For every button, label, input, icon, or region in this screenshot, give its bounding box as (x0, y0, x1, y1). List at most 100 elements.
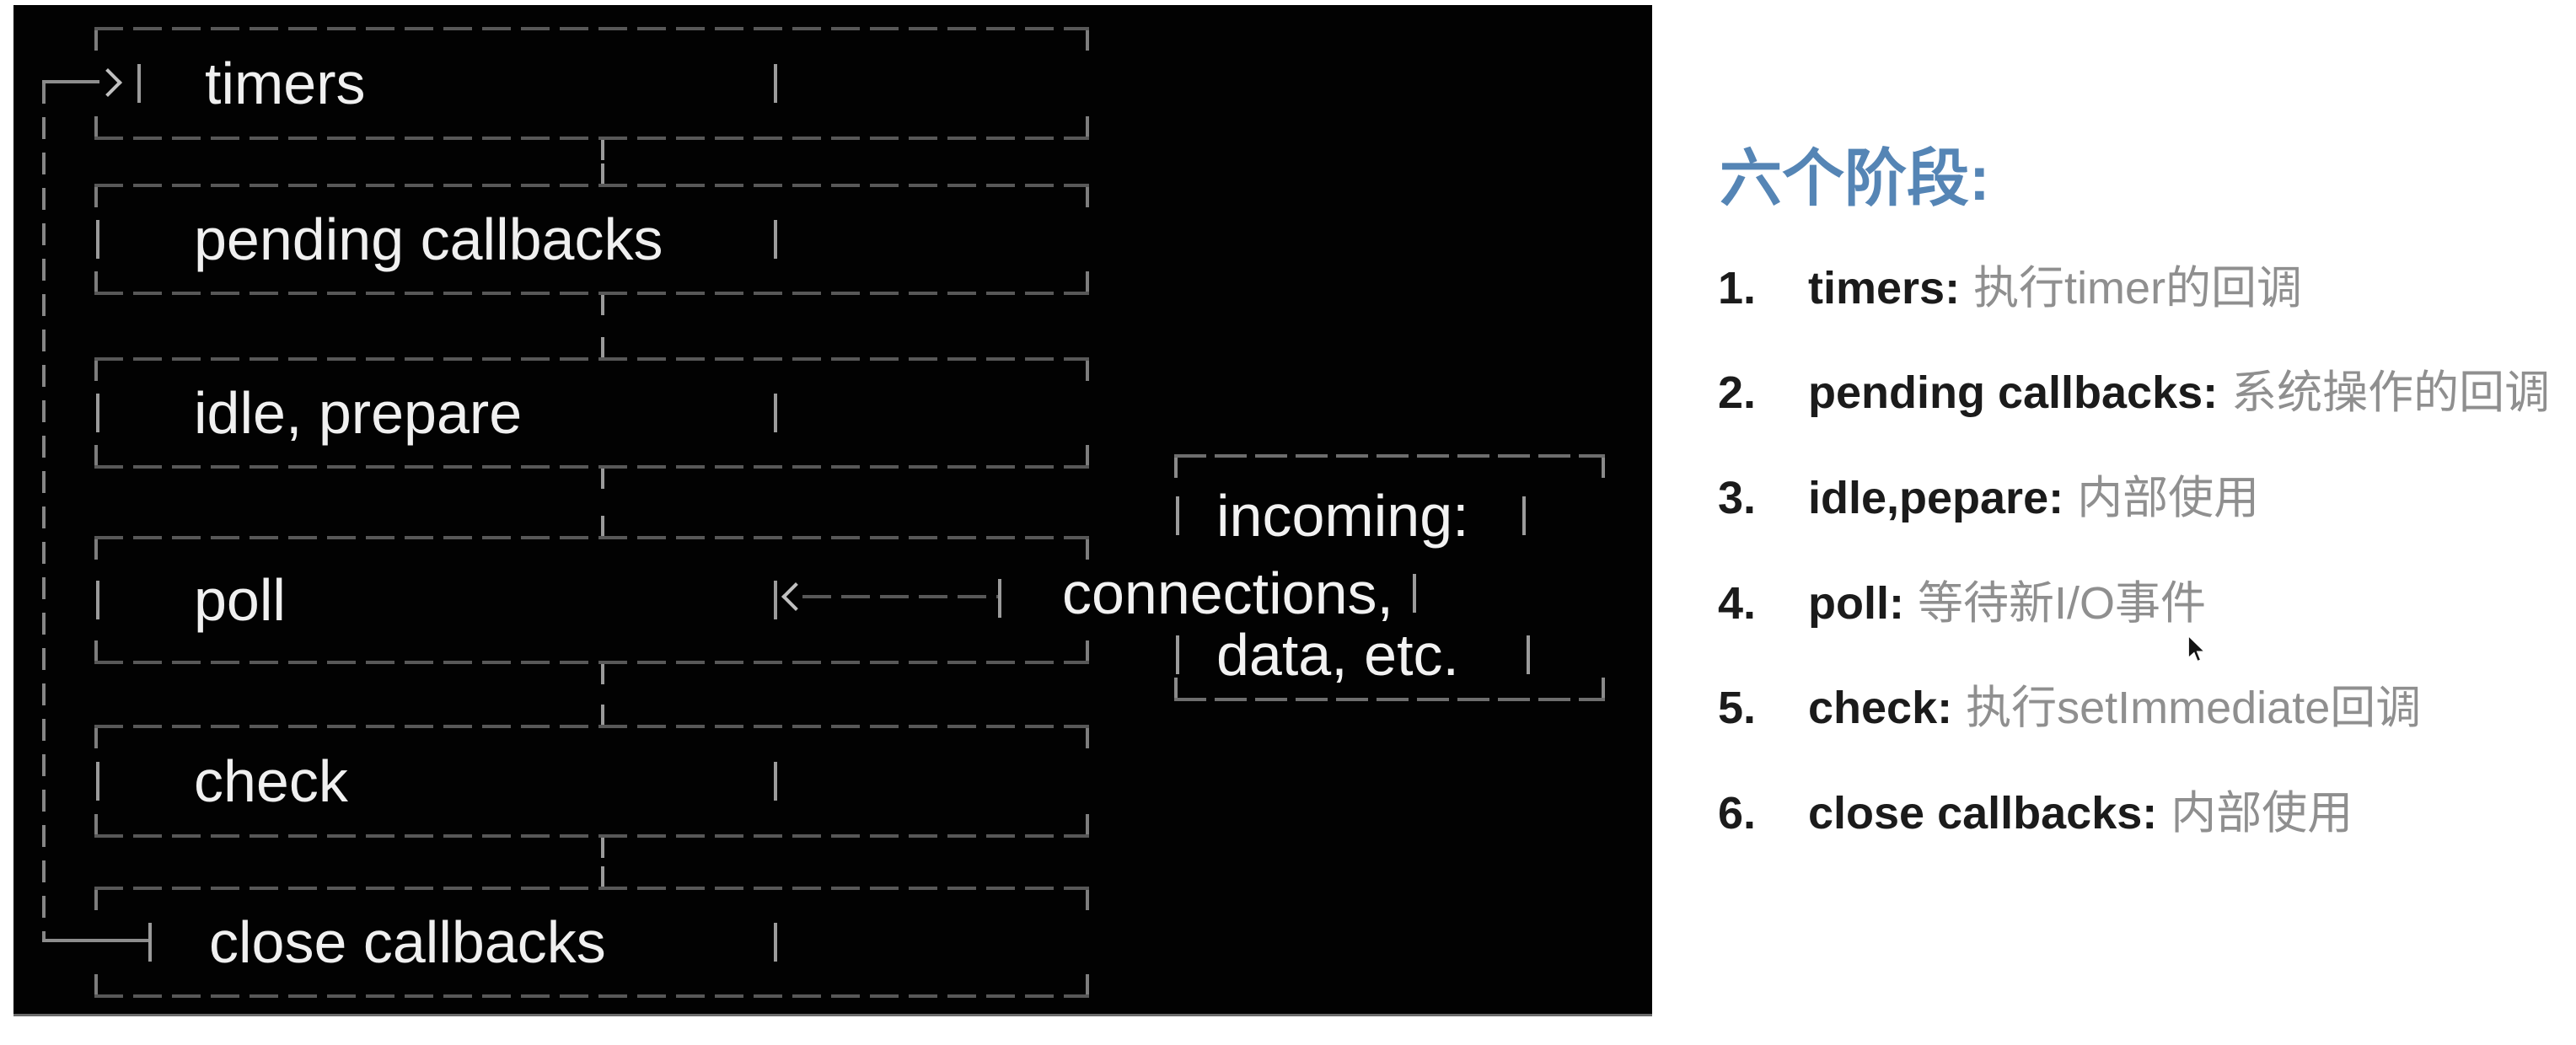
corner-stub (1086, 890, 1089, 910)
list-term: pending callbacks: (1808, 367, 2219, 418)
tick-mark (774, 923, 777, 962)
list-term: close callbacks: (1808, 788, 2158, 839)
list-term: idle,pepare: (1808, 473, 2064, 523)
tick-mark (774, 220, 777, 259)
tick-mark (137, 64, 141, 103)
corner-stub (1086, 271, 1089, 292)
tick-mark (1522, 496, 1526, 535)
corner-stub (94, 30, 98, 51)
poll-arrow-end-tick (998, 579, 1001, 618)
box-border (94, 292, 1089, 295)
list-desc: 执行setImmediate回调 (1966, 683, 2422, 733)
tick-mark (96, 581, 99, 619)
phase-box-idle-prepare: idle, prepare (94, 337, 1089, 489)
connector-stub (601, 866, 604, 887)
phase-label-check: check (194, 748, 348, 814)
box-border (94, 357, 1089, 361)
box-border (1174, 698, 1605, 701)
connector-stub (601, 664, 604, 684)
connector-stub (601, 140, 604, 160)
connector-stub (601, 705, 604, 725)
corner-stub (94, 445, 98, 465)
box-border (94, 725, 1089, 728)
corner-stub (1086, 640, 1089, 661)
phase-label-pending-callbacks: pending callbacks (194, 206, 663, 272)
phase-box-timers: timers (94, 27, 1089, 160)
incoming-box: incoming: connections, data, etc. (1062, 454, 1605, 701)
phase-box-pending-callbacks: pending callbacks (94, 163, 1089, 315)
list-term: check: (1808, 683, 1953, 733)
list-desc: 系统操作的回调 (2231, 367, 2551, 418)
box-border (94, 27, 1089, 30)
list-number: 6. (1718, 788, 1757, 839)
corner-stub (94, 728, 98, 748)
list-term: timers: (1808, 263, 1961, 314)
incoming-line-1: incoming: (1216, 483, 1469, 549)
corner-stub (1174, 458, 1178, 478)
box-border (94, 994, 1089, 998)
list-number: 1. (1718, 263, 1757, 314)
corner-stub (1086, 445, 1089, 465)
tick-mark (1413, 574, 1416, 613)
box-border (94, 887, 1089, 890)
list-desc: 等待新I/O事件 (1917, 578, 2206, 629)
notes-heading: 六个阶段: (1720, 143, 1990, 213)
corner-stub (1086, 814, 1089, 834)
phase-box-check: check (94, 705, 1089, 858)
phase-label-poll: poll (194, 567, 286, 633)
phase-label-timers: timers (205, 51, 366, 116)
loop-top-line (42, 80, 99, 83)
tick-mark (774, 64, 777, 103)
tick-mark (774, 394, 777, 432)
connector-stub (601, 163, 604, 184)
box-border (94, 137, 1089, 140)
corner-stub (1602, 458, 1605, 478)
list-number: 2. (1718, 367, 1757, 418)
tick-mark (1176, 496, 1179, 535)
list-term: poll: (1808, 578, 1904, 629)
loop-vertical-line (42, 82, 46, 942)
corner-stub (1174, 678, 1178, 698)
poll-arrow-line (802, 595, 1000, 598)
event-loop-diagram-panel (13, 5, 1652, 1016)
corner-stub (94, 361, 98, 381)
incoming-line-2: connections, (1061, 560, 1393, 626)
box-border (94, 184, 1089, 187)
corner-stub (94, 539, 98, 560)
connector-stub (601, 516, 604, 536)
list-item-idle-prepare: 3. idle,pepare: 内部使用 (1718, 469, 2259, 527)
corner-stub (1086, 361, 1089, 381)
corner-stub (1086, 187, 1089, 207)
corner-stub (94, 187, 98, 207)
connector-stub (601, 295, 604, 315)
tick-mark (1527, 635, 1530, 674)
tick-mark (96, 762, 99, 801)
corner-stub (94, 271, 98, 292)
corner-stub (1086, 539, 1089, 560)
tick-mark (774, 762, 777, 801)
list-number: 3. (1718, 473, 1757, 523)
corner-stub (1086, 30, 1089, 51)
box-border (94, 465, 1089, 469)
box-border (94, 834, 1089, 838)
tick-mark (1176, 635, 1179, 674)
incoming-line-3: data, etc. (1216, 622, 1459, 688)
list-item-close-callbacks: 6.close callbacks:内部使用 (1718, 785, 2353, 842)
corner-stub (94, 890, 98, 910)
corner-stub (94, 116, 98, 137)
list-desc: 内部使用 (2077, 473, 2260, 523)
tick-mark (96, 220, 99, 259)
list-item-poll: 4. poll: 等待新I/O事件 (1718, 575, 2206, 632)
corner-stub (1086, 728, 1089, 748)
tick-mark (148, 923, 152, 962)
tick-mark (774, 581, 777, 619)
corner-stub (1602, 678, 1605, 698)
box-border (1174, 454, 1605, 458)
corner-stub (1086, 974, 1089, 994)
connector-stub (601, 469, 604, 489)
list-desc: 执行timer的回调 (1973, 263, 2303, 314)
list-number: 4. (1718, 578, 1757, 629)
list-number: 5. (1718, 683, 1757, 733)
corner-stub (1086, 116, 1089, 137)
corner-stub (94, 814, 98, 834)
